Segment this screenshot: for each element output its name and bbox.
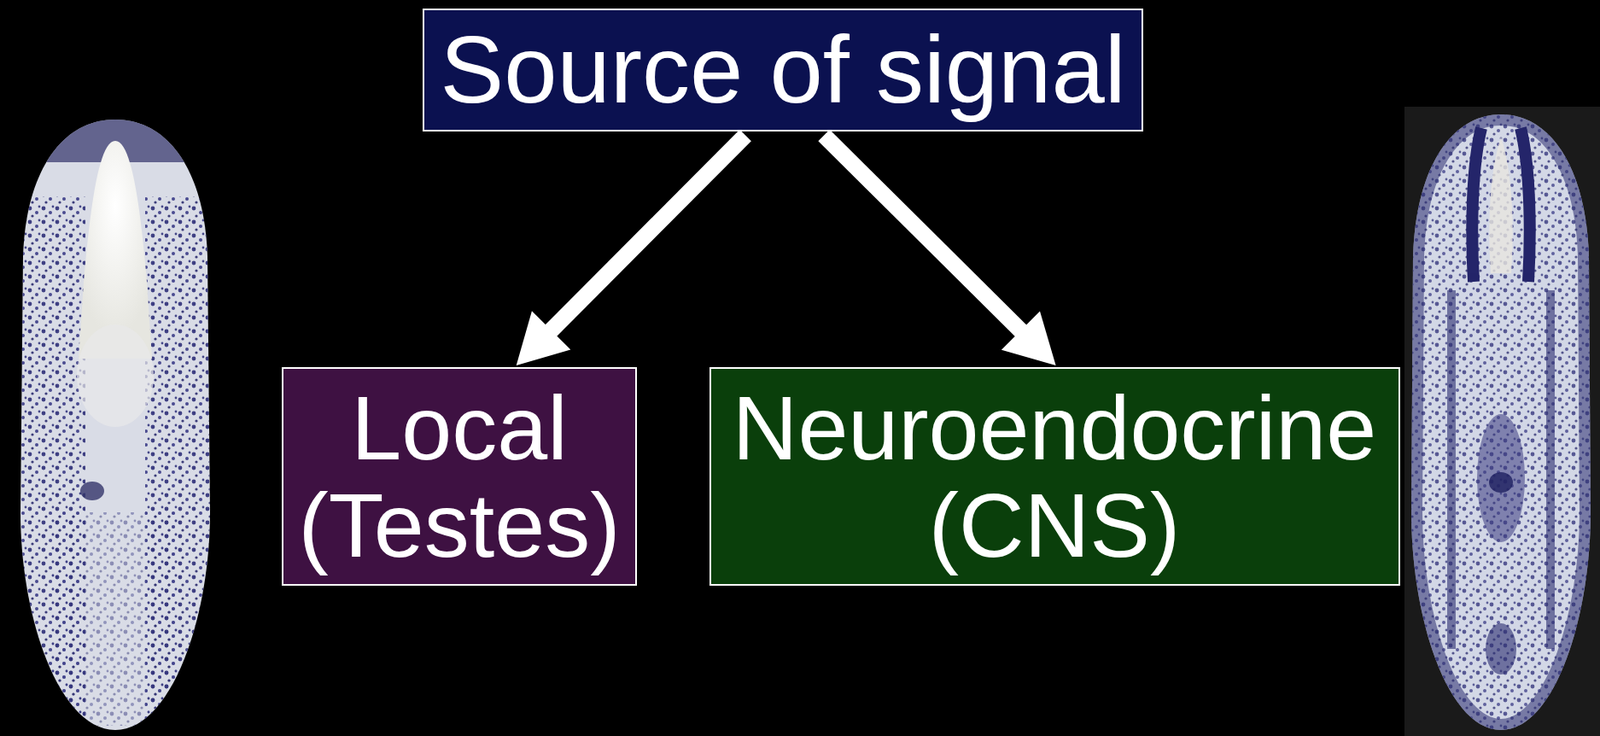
arrow-connector — [516, 134, 746, 366]
box-label: Neuroendocrine (CNS) — [732, 379, 1377, 575]
category-box: Local (Testes) — [281, 367, 638, 586]
arrow-shaft — [548, 134, 747, 334]
arrow-head — [516, 310, 572, 366]
arrow-shaft — [823, 134, 1025, 334]
box-label: Local (Testes) — [298, 379, 621, 575]
planarian-right — [1400, 102, 1600, 736]
box-label: Source of signal — [439, 18, 1126, 123]
planarian-left — [0, 102, 240, 736]
root-box: Source of signal — [422, 8, 1143, 133]
arrow-head — [1001, 310, 1057, 366]
arrow-connector — [823, 134, 1057, 366]
category-box: Neuroendocrine (CNS) — [709, 367, 1401, 586]
